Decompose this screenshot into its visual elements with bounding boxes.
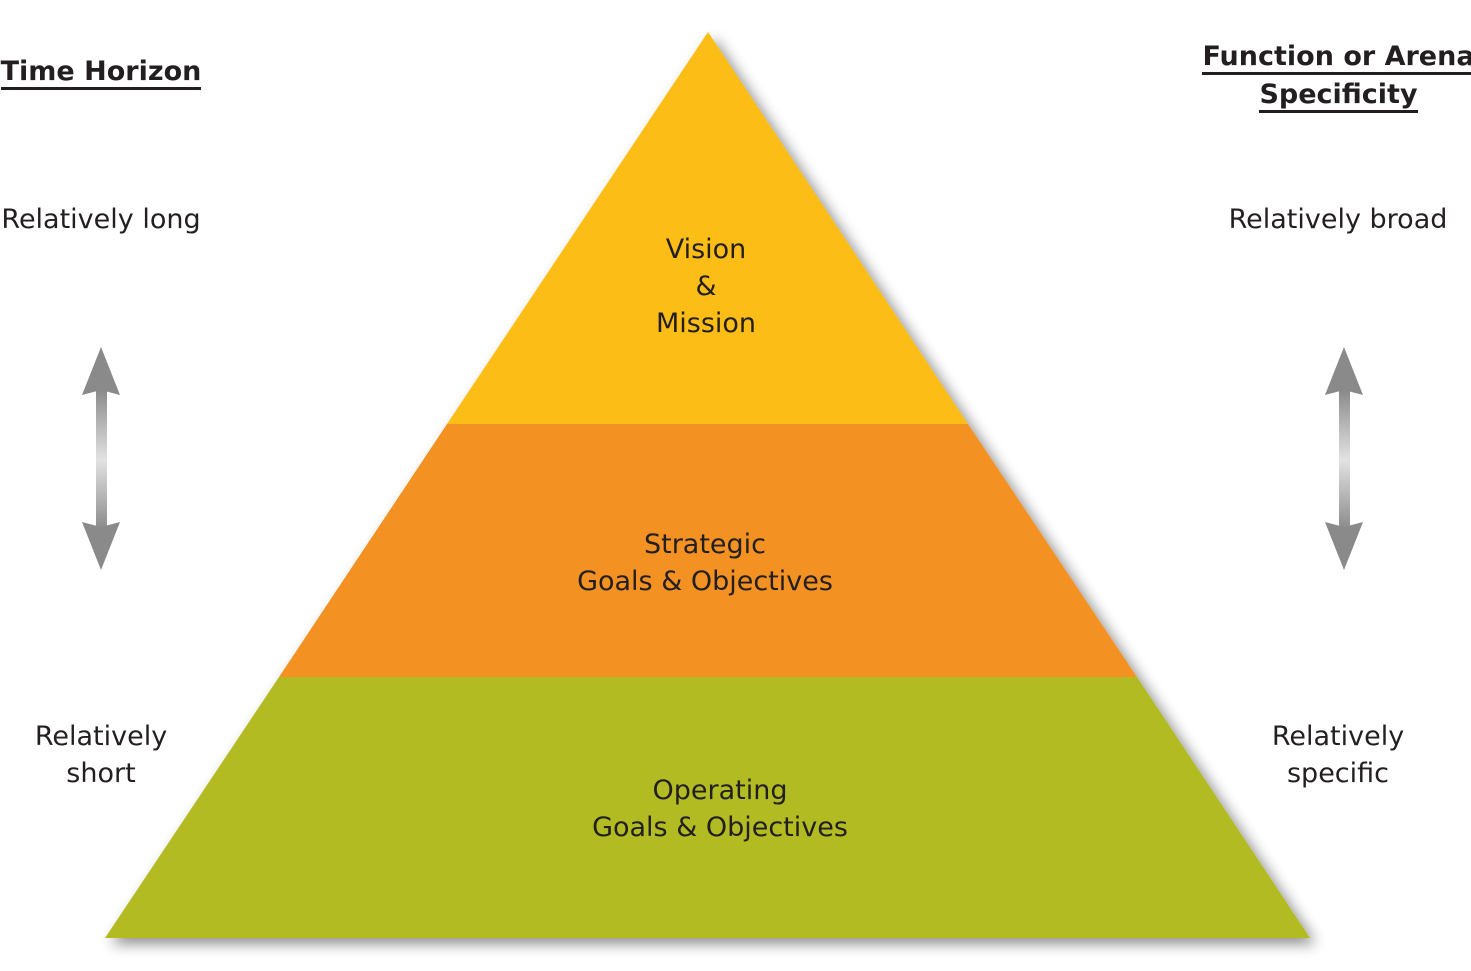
vision-mission-label: Vision & Mission [655,234,757,339]
specificity-broad-label: Relatively broad [1228,204,1448,235]
pyramid-level-operating [105,677,1310,938]
pyramid-level-strategic [279,424,1137,677]
time-horizon-heading: Time Horizon [0,53,202,91]
pyramid-level-vision-mission [447,32,968,424]
double-arrow-icon [82,347,120,570]
time-short-label: Relatively short [34,721,168,789]
strategic-goals-label: Strategic Goals & Objectives [577,529,833,597]
operating-goals-label: Operating Goals & Objectives [592,775,848,843]
specificity-specific-label: Relatively specific [1271,721,1405,789]
double-arrow-icon [1325,347,1363,570]
time-long-label: Relatively long [1,204,201,235]
